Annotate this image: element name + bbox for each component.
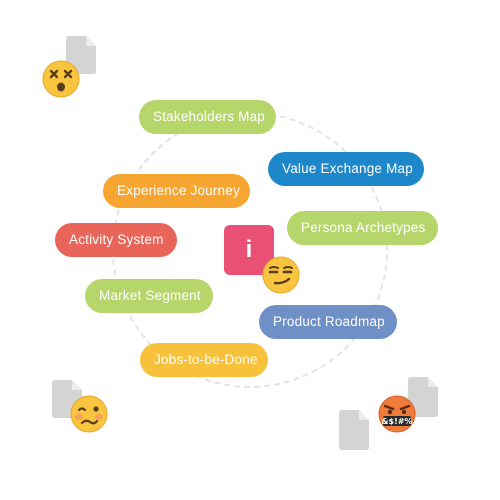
stakeholders-map-pill[interactable]: Stakeholders Map (139, 100, 276, 134)
cursing-symbols: &$!#% (382, 417, 413, 426)
document-icon (339, 410, 369, 450)
jobs-to-be-done-pill[interactable]: Jobs-to-be-Done (140, 343, 268, 377)
cursing-face-icon: &$!#% (378, 395, 416, 433)
woozy-face-icon (70, 395, 108, 433)
experience-journey-pill[interactable]: Experience Journey (103, 174, 250, 208)
market-segment-pill[interactable]: Market Segment (85, 279, 213, 313)
persona-archetypes-pill[interactable]: Persona Archetypes (287, 211, 438, 245)
document-icon (66, 36, 96, 74)
product-roadmap-pill[interactable]: Product Roadmap (259, 305, 397, 339)
dizzy-face-icon (42, 60, 80, 98)
document-icon (408, 377, 438, 417)
activity-system-pill[interactable]: Activity System (55, 223, 177, 257)
info-icon-glyph: i (245, 236, 253, 263)
value-exchange-map-pill[interactable]: Value Exchange Map (268, 152, 424, 186)
smirking-face-icon (262, 256, 300, 294)
